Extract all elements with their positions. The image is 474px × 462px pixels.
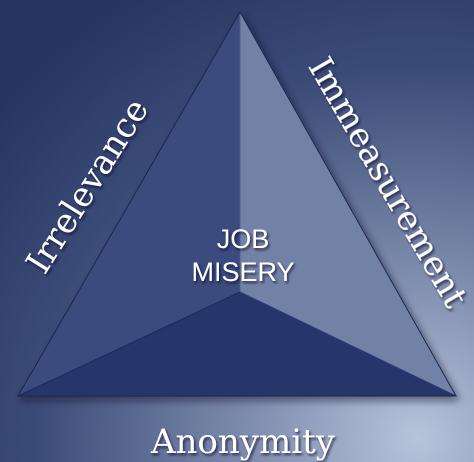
center-label-line2: MISERY [191, 257, 294, 287]
center-label-line1: JOB [217, 224, 270, 254]
bottom-face [18, 292, 456, 396]
pyramid [17, 10, 457, 397]
pyramid-outline [17, 10, 457, 397]
ridge-left [17, 291, 241, 397]
side-label-bottom: Anonymity [150, 422, 336, 462]
ridge-right [239, 291, 457, 397]
